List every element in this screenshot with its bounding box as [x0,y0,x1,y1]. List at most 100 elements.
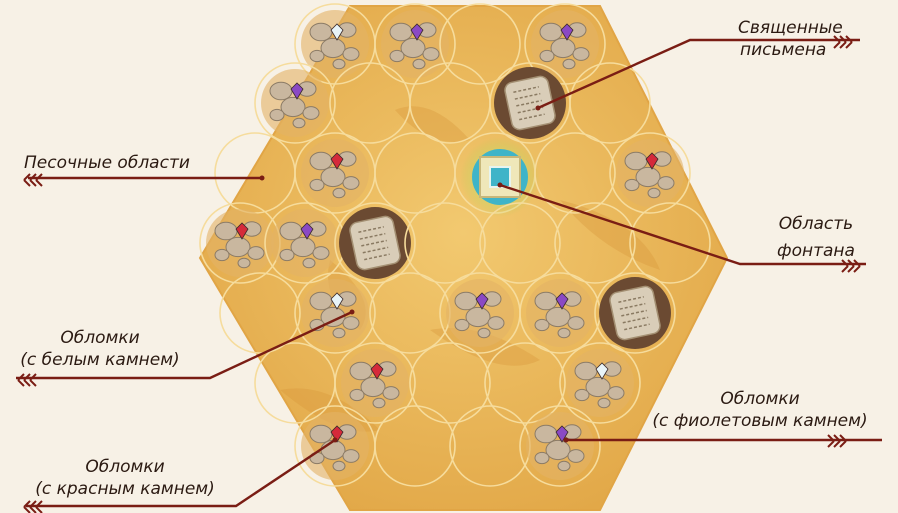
feather-stroke [24,174,30,186]
feather-stroke [24,374,30,386]
label-debris-purple-line2: (с фиолетовым камнем) [632,410,888,432]
debris-rock [226,237,250,256]
debris-rock [535,425,557,443]
feather-stroke [36,174,42,186]
debris-rock [350,362,372,380]
leader-sand-areas-end-dot [260,176,265,181]
label-sacred-scripts-line1: Священные [738,17,843,39]
debris-rock [215,222,237,240]
debris-rock [310,152,332,170]
debris-rock [248,247,264,260]
hex-board [200,4,727,510]
debris-rock [540,50,554,61]
debris-rock [383,387,399,400]
debris-rock [321,440,345,459]
feather-stroke [18,374,24,386]
debris-rock [280,249,294,260]
debris-rock [568,450,584,463]
debris-rock [333,188,345,198]
debris-rock [608,387,624,400]
debris-rock [478,328,490,338]
debris-rock [575,389,589,400]
debris-rock [215,249,229,260]
debris-rock [310,179,324,190]
debris-rock [586,377,610,396]
debris-rock [303,107,319,120]
debris-rock [390,23,412,41]
debris-rock [455,319,469,330]
debris-rock [488,317,504,330]
debris-rock [343,48,359,61]
debris-rock [540,23,562,41]
debris-rock [343,450,359,463]
label-debris-white-line2: (с белым камнем) [10,349,190,371]
leader-sacred-scripts-end-dot [536,106,541,111]
label-fountain-area-line1: Область [762,213,870,235]
debris-rock [333,328,345,338]
label-debris-red-line2: (с красным камнем) [20,478,230,500]
debris-rock [238,258,250,268]
leader-fountain-area-end-dot [498,183,503,188]
feather-stroke [30,174,36,186]
debris-rock [373,398,385,408]
label-debris-purple-line1: Обломки [632,388,888,410]
debris-rock [648,188,660,198]
label-sacred-scripts-line2: письмена [740,39,843,61]
leader-debris-white-feather [18,374,36,386]
debris-rock [310,50,324,61]
debris-rock [333,461,345,471]
label-debris-red: Обломки (с красным камнем) [20,456,230,500]
debris-rock [573,48,589,61]
label-sacred-scripts: Священные письмена [738,17,843,61]
debris-rock [423,48,439,61]
debris-rock [413,59,425,69]
debris-rock [291,237,315,256]
debris-rock [361,377,385,396]
debris-rock [568,317,584,330]
sacred-script-stone [608,285,661,341]
debris-rock [303,258,315,268]
label-fountain-area: Область фонтана [762,213,870,262]
debris-rock [321,167,345,186]
debris-rock [401,38,425,57]
debris-rock [598,398,610,408]
debris-rock [455,292,477,310]
leader-debris-red-end-dot [333,438,338,443]
leader-debris-white-end-dot [350,310,355,315]
debris-rock [350,389,364,400]
debris-rock [625,152,647,170]
debris-rock [270,82,292,100]
debris-rock [310,23,332,41]
debris-rock [270,109,284,120]
label-sand-areas-line1: Песочные области [24,152,190,174]
debris-rock [551,38,575,57]
debris-rock [535,319,549,330]
debris-rock [390,50,404,61]
debris-rock [293,118,305,128]
debris-rock [546,440,570,459]
label-debris-red-line1: Обломки [20,456,230,478]
leader-sand-areas-feather [24,174,42,186]
sacred-script-stone [348,215,401,271]
label-sand-areas: Песочные области [24,152,190,174]
leader-debris-purple-end-dot [564,438,569,443]
label-debris-white: Обломки (с белым камнем) [10,327,190,371]
debris-rock [575,362,597,380]
debris-rock [280,222,302,240]
label-debris-purple: Обломки (с фиолетовым камнем) [632,388,888,432]
debris-rock [333,59,345,69]
debris-rock [310,425,332,443]
debris-rock [313,247,329,260]
debris-rock [535,292,557,310]
feather-stroke [846,36,852,48]
label-fountain-area-line2: фонтана [762,240,870,262]
debris-rock [625,179,639,190]
debris-rock [636,167,660,186]
debris-rock [343,317,359,330]
debris-rock [546,307,570,326]
debris-rock [466,307,490,326]
debris-rock [563,59,575,69]
debris-rock [658,177,674,190]
debris-rock [558,328,570,338]
debris-rock [343,177,359,190]
